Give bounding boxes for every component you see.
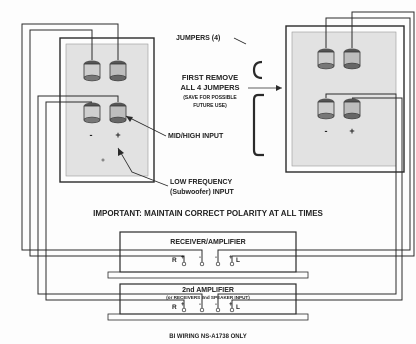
right-plus-mark: +: [349, 126, 354, 136]
left-speaker-panel: [59, 37, 155, 183]
mid-high-label: MID/HIGH INPUT: [168, 133, 224, 140]
amp2-r-mark: R: [172, 304, 177, 311]
receiver-l-plus: +: [229, 255, 233, 261]
left-plus-mark: +: [115, 130, 120, 140]
second-amplifier-base: [107, 313, 309, 321]
amp2-r-plus: +: [181, 302, 185, 308]
first-remove-line-1: FIRST REMOVE: [182, 73, 238, 82]
right-speaker-panel: [285, 25, 405, 173]
receiver-l-minus: -: [215, 255, 217, 261]
first-remove-line-3: (SAVE FOR POSSIBLE: [183, 95, 237, 101]
left-upper-plus-terminal: [109, 60, 127, 82]
amp2-r-plus-terminal: [181, 307, 187, 313]
receiver-l-plus-terminal: [229, 261, 235, 267]
low-frequency-leader: [117, 147, 169, 187]
jumper-long-icon: [252, 93, 264, 157]
receiver-l-minus-terminal: [215, 261, 221, 267]
first-remove-line-4: FUTURE USE): [193, 103, 227, 109]
left-speaker-cables: [21, 23, 203, 308]
second-amplifier-title: 2nd AMPLIFIER: [182, 287, 234, 294]
left-minus-mark: -: [90, 130, 93, 140]
low-frequency-label: LOW FREQUENCY: [170, 179, 233, 186]
second-amplifier-subtitle: (or RECEIVERS 2nd SPEAKER INPUT): [166, 295, 250, 300]
right-speaker-cables: [217, 11, 415, 308]
receiver-base: [107, 271, 309, 279]
jumpers-label: JUMPERS (4): [176, 35, 220, 42]
amp2-l-minus-terminal: [215, 307, 221, 313]
subwoofer-input-label: (Subwoofer) INPUT: [170, 189, 234, 196]
right-lower-plus-terminal: [343, 98, 361, 120]
amp2-l-mark: L: [236, 304, 240, 311]
receiver-title: RECEIVER/AMPLIFIER: [170, 239, 245, 246]
right-minus-mark: -: [325, 126, 328, 136]
right-upper-plus-terminal: [343, 48, 361, 70]
receiver-amplifier-unit: [119, 231, 297, 273]
left-terminal-plate: [65, 43, 149, 177]
jumpers-leader: [233, 37, 247, 45]
mid-high-arrowhead: [126, 116, 133, 122]
amp2-l-plus-terminal: [229, 307, 235, 313]
low-frequency-arrowhead: [118, 148, 124, 156]
receiver-r-mark: R: [172, 257, 177, 264]
receiver-r-plus: +: [181, 255, 185, 261]
footer-note: BI WIRING NS-A1738 ONLY: [169, 334, 246, 340]
amp2-l-plus: +: [229, 302, 233, 308]
receiver-r-minus-terminal: [199, 261, 205, 267]
first-remove-line-2: ALL 4 JUMPERS: [180, 83, 239, 92]
polarity-warning: IMPORTANT: MAINTAIN CORRECT POLARITY AT …: [93, 209, 323, 218]
receiver-r-plus-terminal: [181, 261, 187, 267]
mid-high-leader: [125, 115, 167, 137]
left-upper-minus-terminal: [83, 60, 101, 82]
amp2-r-minus-terminal: [199, 307, 205, 313]
left-lower-plus-terminal: [109, 102, 127, 124]
left-panel-screw: [101, 158, 105, 162]
receiver-l-mark: L: [236, 257, 240, 264]
right-lower-minus-terminal: [317, 98, 335, 120]
amp2-r-minus: -: [199, 302, 201, 308]
left-lower-minus-terminal: [83, 102, 101, 124]
receiver-r-minus: -: [199, 255, 201, 261]
right-upper-minus-terminal: [317, 48, 335, 70]
amp2-l-minus: -: [215, 302, 217, 308]
jumper-upper-icon: [252, 60, 263, 80]
first-remove-arrowhead: [276, 85, 282, 91]
